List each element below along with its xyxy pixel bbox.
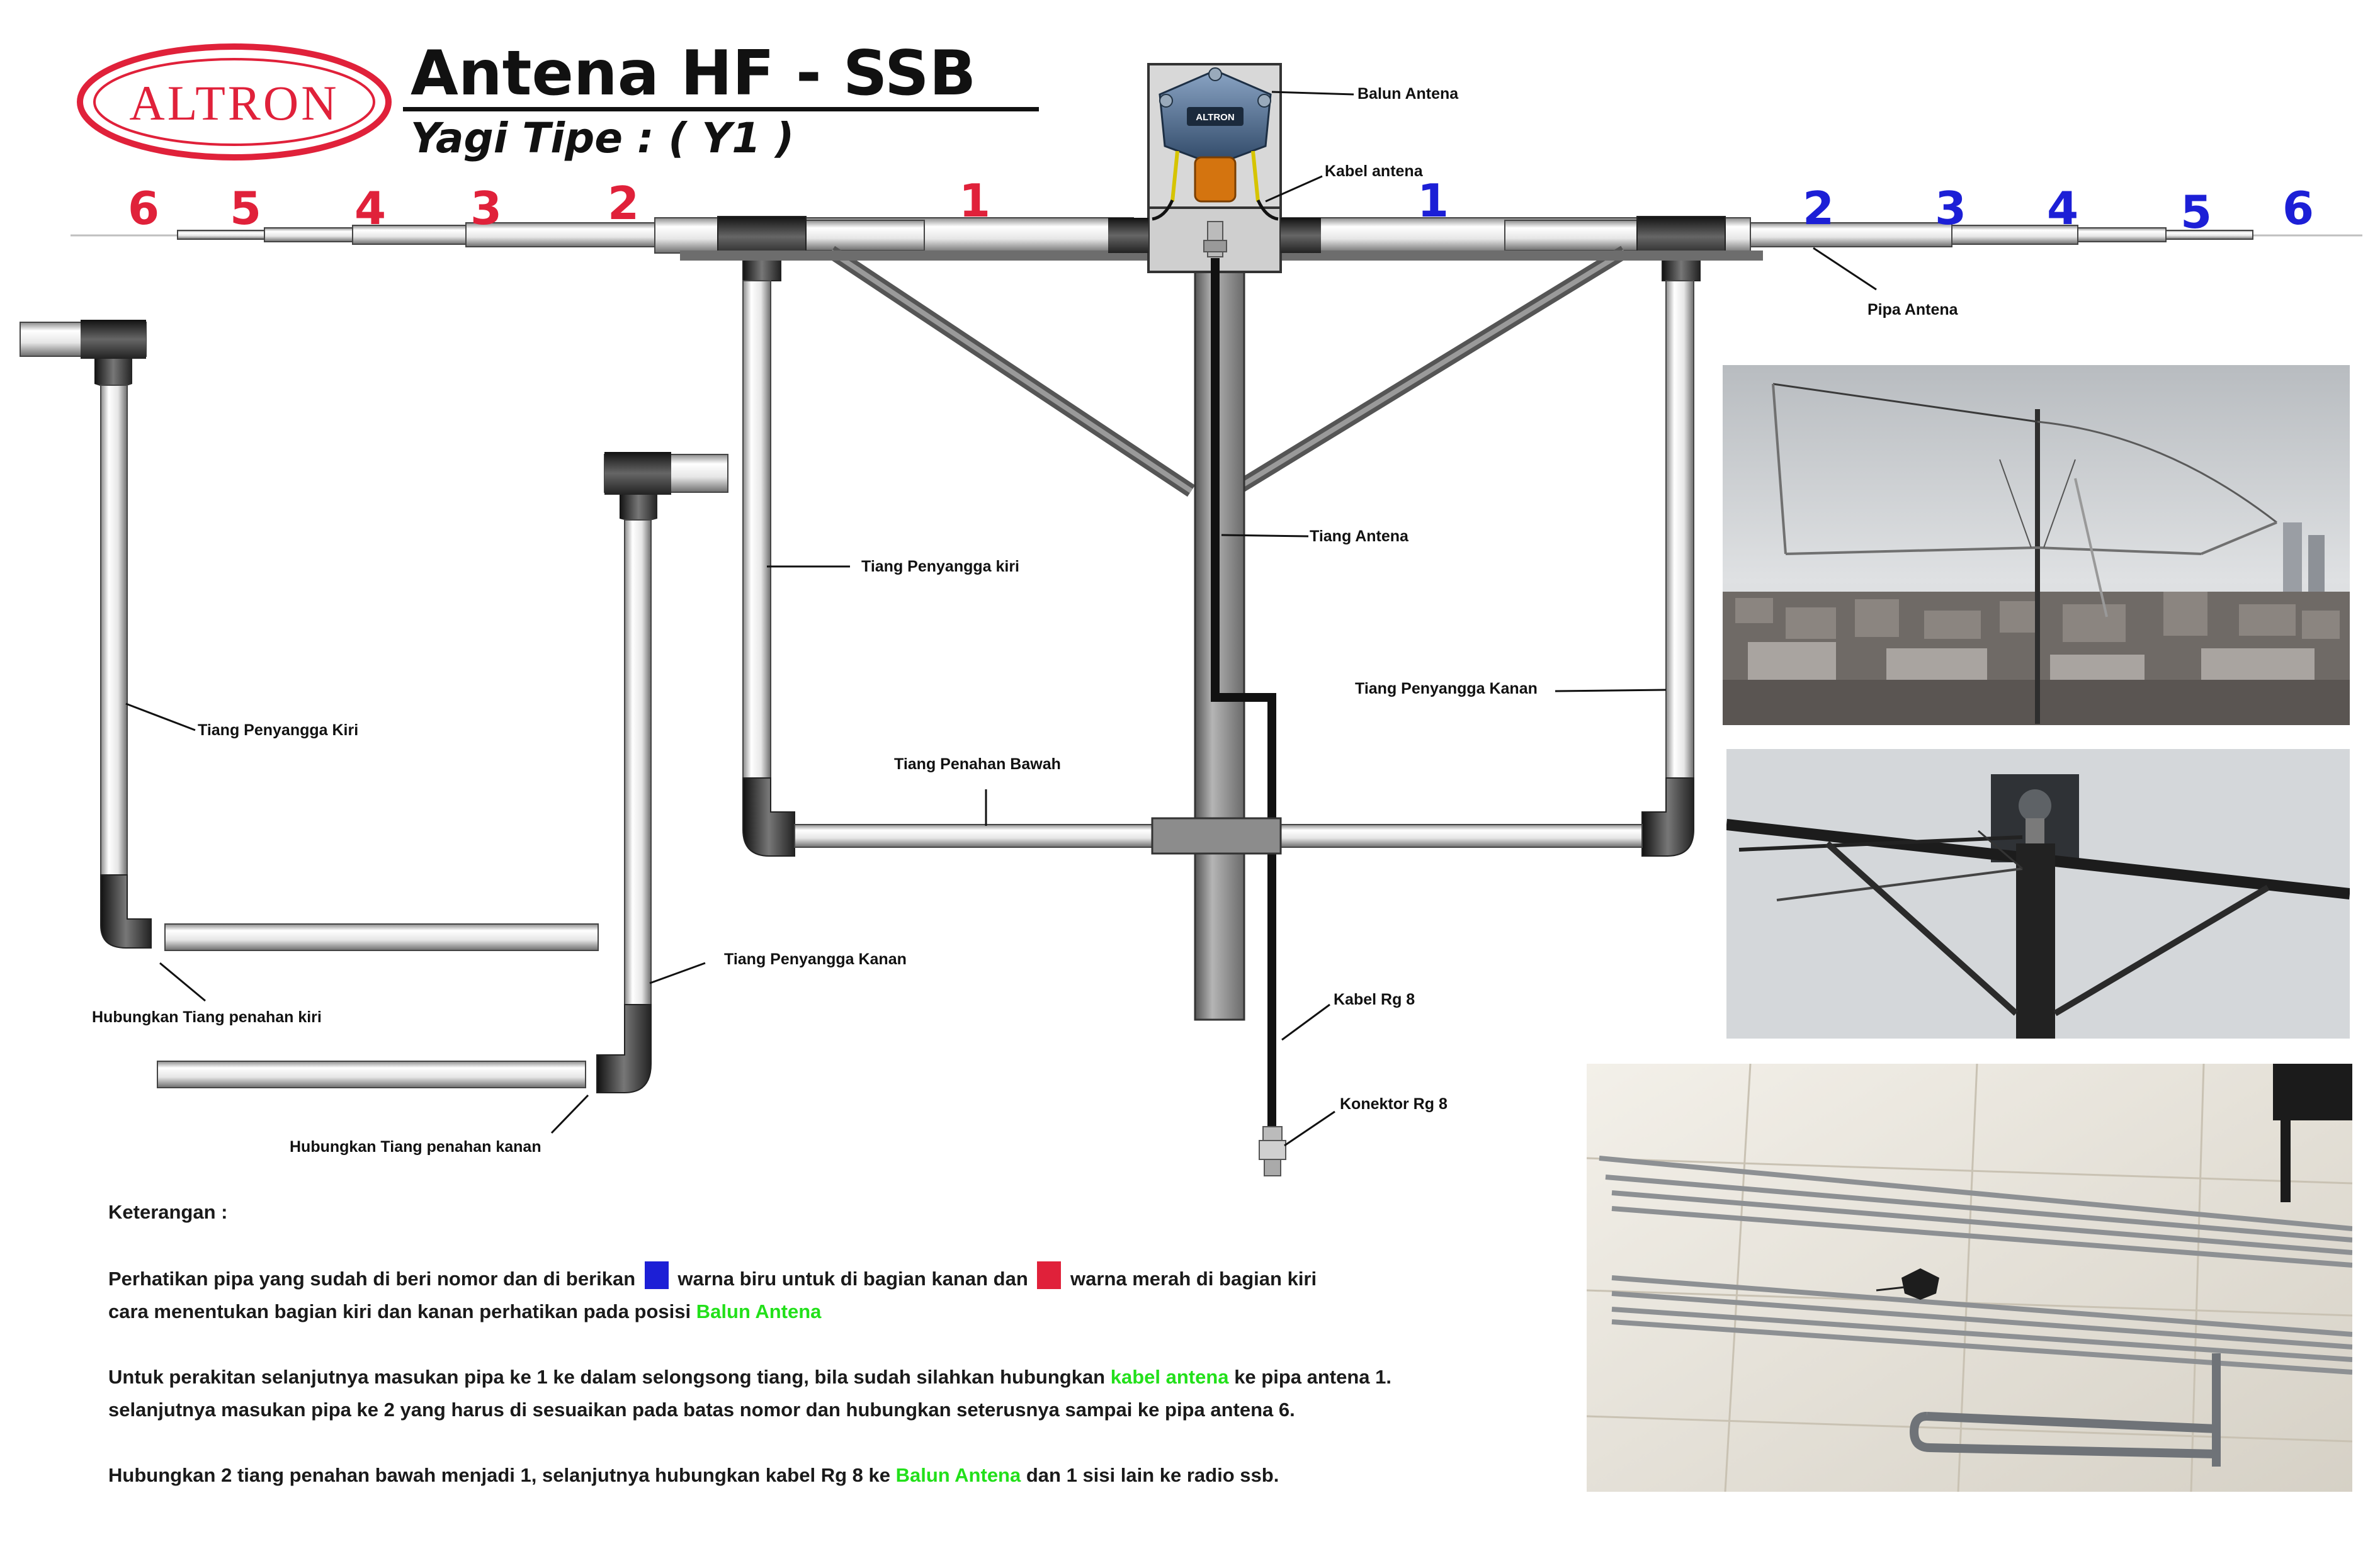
left-number-1: 1 <box>959 174 990 227</box>
photo-parts-on-floor <box>1587 1064 2352 1492</box>
photo-installed-antenna <box>1723 365 2350 725</box>
label-kabel-antena: Kabel antena <box>1325 162 1424 180</box>
note-1d: cara menentukan bagian kiri dan kanan pe… <box>108 1300 691 1322</box>
logo-text: ALTRON <box>129 76 339 130</box>
note-2a: Untuk perakitan selanjutnya masukan pipa… <box>108 1366 1106 1388</box>
red-swatch <box>1037 1261 1062 1289</box>
label-balun: Balun Antena <box>1357 85 1459 103</box>
left-number-6: 6 <box>128 182 159 235</box>
note-1a: Perhatikan pipa yang sudah di beri nomor… <box>108 1268 636 1290</box>
rg8-connector <box>1259 1126 1286 1176</box>
note-2d: selanjutnya masukan pipa ke 2 yang harus… <box>108 1399 1295 1421</box>
title-underline <box>403 107 1039 111</box>
detached-right-support <box>157 452 728 1093</box>
label-tiang-antena: Tiang Antena <box>1310 527 1409 545</box>
note-2c: ke pipa antena 1. <box>1234 1366 1392 1388</box>
right-number-3: 3 <box>1935 182 1966 235</box>
photo-balun <box>1876 1268 1939 1300</box>
balun-label: ALTRON <box>1196 112 1234 123</box>
support-frame-main <box>742 280 1694 857</box>
left-number-3: 3 <box>470 182 502 235</box>
label-hubung-kanan: Hubungkan Tiang penahan kanan <box>290 1138 541 1156</box>
callouts: Balun Antena Kabel antena Pipa Antena Ti… <box>92 85 1959 1156</box>
note-3a: Hubungkan 2 tiang penahan bawah menjadi … <box>108 1464 890 1486</box>
note-1e-highlight: Balun Antena <box>696 1300 822 1322</box>
right-number-6: 6 <box>2282 182 2314 235</box>
right-number-5: 5 <box>2180 186 2212 239</box>
label-tiang-kanan-side: Tiang Penyangga Kanan <box>724 950 907 968</box>
left-number-4: 4 <box>354 182 386 235</box>
note-3c: dan 1 sisi lain ke radio ssb. <box>1026 1464 1279 1486</box>
right-number-2: 2 <box>1803 182 1834 235</box>
altron-logo: ALTRON <box>77 43 392 161</box>
notes-heading: Keterangan : <box>108 1201 228 1223</box>
note-2b-highlight: kabel antena <box>1110 1366 1229 1388</box>
right-number-4: 4 <box>2047 182 2078 235</box>
blue-swatch <box>644 1261 669 1289</box>
lower-clamp <box>1151 817 1282 855</box>
note-1b: warna biru untuk di bagian kanan dan <box>677 1268 1028 1290</box>
coax-cable <box>1211 258 1276 1127</box>
left-element-pipes <box>177 217 1134 254</box>
note-1c: warna merah di bagian kiri <box>1070 1268 1317 1290</box>
label-kabel-rg8: Kabel Rg 8 <box>1334 991 1415 1008</box>
label-tiang-kiri-side: Tiang Penyangga Kiri <box>198 721 358 739</box>
label-tiang-kiri-main: Tiang Penyangga kiri <box>861 558 1019 575</box>
notes: Keterangan : Perhatikan pipa yang sudah … <box>108 1196 1525 1492</box>
left-number-2: 2 <box>608 177 639 230</box>
label-tiang-penahan-bawah: Tiang Penahan Bawah <box>894 755 1061 773</box>
right-element-numbers: 1 2 3 4 5 6 <box>1417 174 2314 239</box>
page-title: Antena HF - SSB <box>411 38 976 110</box>
photo-mast-closeup <box>1726 749 2350 1039</box>
label-hubung-kiri: Hubungkan Tiang penahan kiri <box>92 1008 322 1026</box>
left-t-joint <box>717 216 807 257</box>
label-tiang-kanan-main: Tiang Penyangga Kanan <box>1355 680 1538 697</box>
note-3b-highlight: Balun Antena <box>895 1464 1021 1486</box>
label-konektor-rg8: Konektor Rg 8 <box>1340 1095 1448 1113</box>
label-pipa-antena: Pipa Antena <box>1867 301 1959 318</box>
left-number-5: 5 <box>230 182 261 235</box>
balun: ALTRON <box>1152 67 1279 257</box>
page-subtitle: Yagi Tipe : ( Y1 ) <box>411 114 794 162</box>
detached-left-support <box>20 320 599 951</box>
right-number-1: 1 <box>1417 174 1449 227</box>
left-element-numbers: 6 5 4 3 2 1 <box>128 174 990 235</box>
